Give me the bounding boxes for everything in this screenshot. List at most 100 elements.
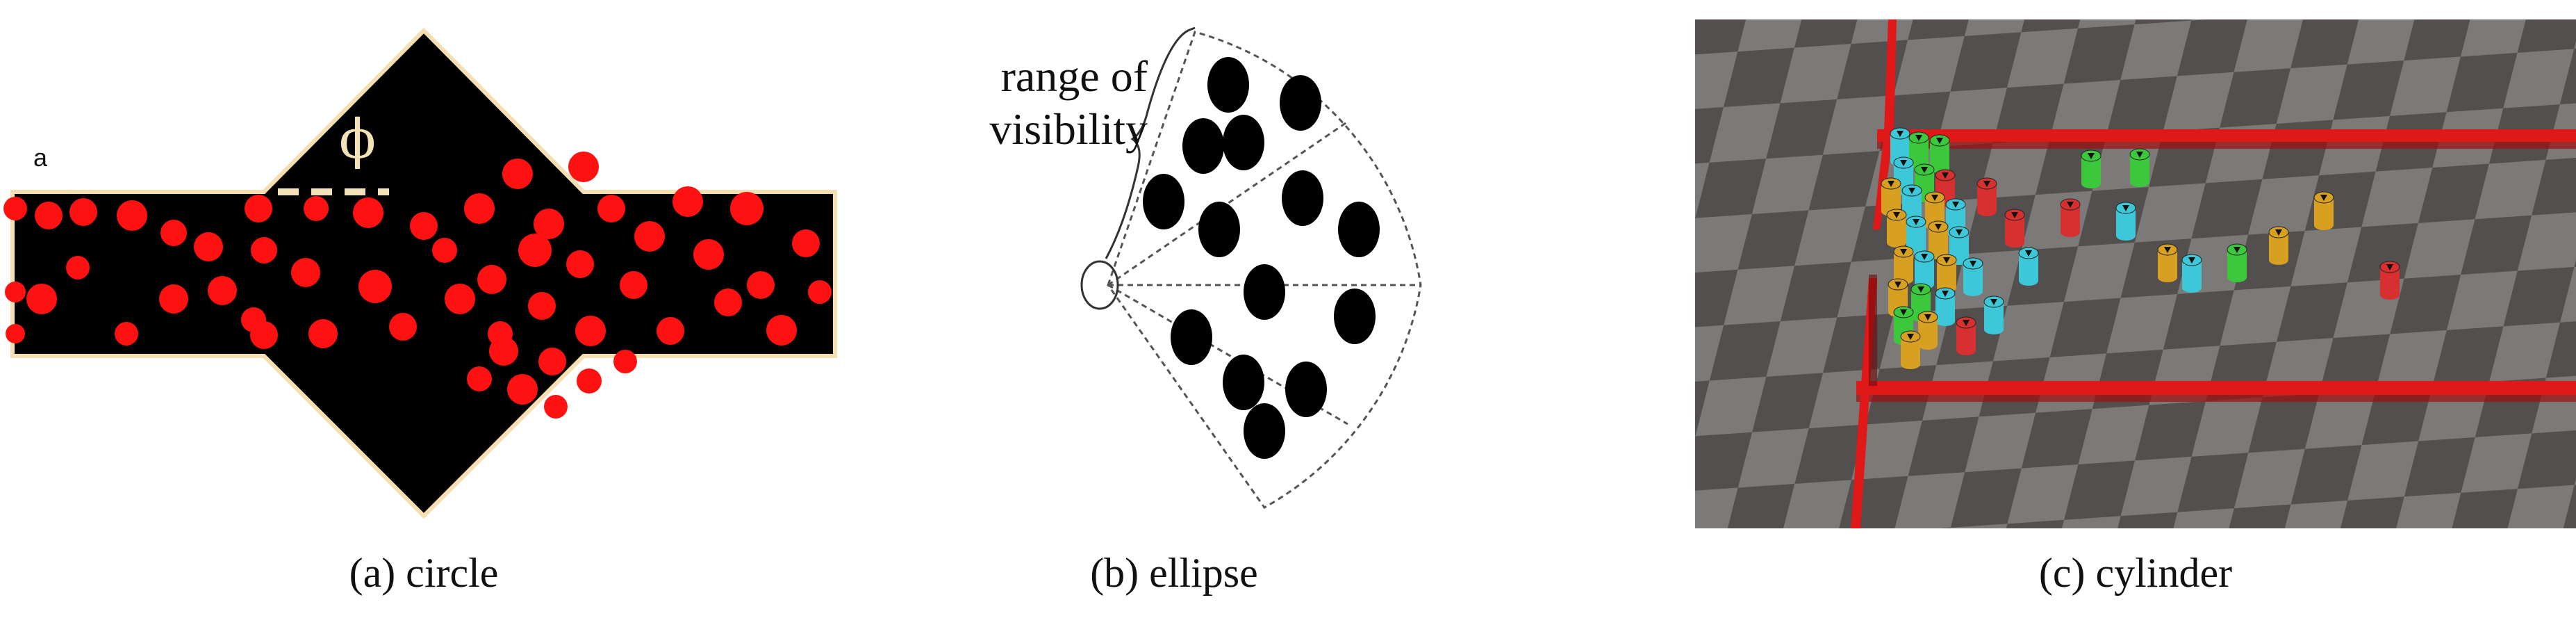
wall-bottom-shadow <box>1856 395 2576 402</box>
cylinder-agent-24 <box>1900 330 1921 369</box>
red-agent-44 <box>714 289 742 316</box>
cylinder-agent-18 <box>1963 257 1983 296</box>
cylinder-agent-28 <box>2129 148 2150 187</box>
red-agent-11 <box>160 220 187 246</box>
cylinder-agent-34 <box>2268 226 2289 265</box>
panel-cylinder: (c) cylinder <box>1695 0 2576 625</box>
ellipse-agent-9 <box>1244 264 1285 320</box>
red-agent-43 <box>693 239 724 270</box>
red-agent-10 <box>159 284 188 314</box>
cylinder-agent-39 <box>1983 295 2004 334</box>
ellipse-agent-3 <box>1182 118 1224 174</box>
red-agent-30 <box>502 159 533 189</box>
cylinder-agent-16 <box>1914 250 1935 289</box>
ellipse-agent-13 <box>1285 362 1327 417</box>
range-label-line1: range of <box>1000 51 1148 101</box>
red-agent-23 <box>389 313 417 341</box>
red-agent-45 <box>730 192 763 225</box>
checker-floor <box>1695 19 2576 528</box>
range-of-visibility-label: range of visibility <box>918 50 1148 156</box>
red-agent-35 <box>566 250 594 278</box>
caption-circle: (a) circle <box>349 550 499 596</box>
red-agent-53 <box>613 350 637 373</box>
ellipse-agent-5 <box>1143 174 1184 229</box>
cylinder-agent-32 <box>2181 254 2202 293</box>
ellipse-agent-10 <box>1334 289 1376 344</box>
red-agent-47 <box>766 315 797 346</box>
corridor-shape <box>10 27 837 519</box>
red-agent-27 <box>464 193 495 224</box>
red-agent-6 <box>69 198 97 226</box>
wall-top-shadow <box>1877 142 2576 149</box>
cylinder-agent-33 <box>2227 243 2247 282</box>
red-agent-9 <box>117 200 147 231</box>
floor-shade <box>1695 19 2576 528</box>
ellipse-agent-1 <box>1207 57 1249 113</box>
range-label-line2: visibility <box>989 104 1148 154</box>
cylinder-agent-11 <box>1886 209 1907 247</box>
cylinder-agent-26 <box>2004 209 2025 247</box>
red-agent-5 <box>26 284 57 314</box>
ellipse-agent-7 <box>1198 202 1240 257</box>
cylinder-agent-30 <box>2115 202 2136 241</box>
cylinder-3d-scene <box>1695 19 2576 528</box>
red-agent-33 <box>507 374 538 405</box>
black-agents <box>1143 57 1380 459</box>
cylinder-agent-3 <box>1929 134 1950 173</box>
red-agent-41 <box>657 317 684 345</box>
red-agent-48 <box>792 229 820 257</box>
cylinder-agent-12 <box>1906 216 1926 254</box>
panel-circle: a ϕ (a) circle <box>0 0 848 625</box>
red-agent-20 <box>308 319 338 348</box>
red-agent-15 <box>245 195 272 222</box>
red-agent-32 <box>528 292 556 320</box>
visibility-fan-outline <box>1107 31 1422 509</box>
red-agent-50 <box>489 336 518 366</box>
ellipse-agent-12 <box>1223 355 1264 410</box>
red-agent-13 <box>208 276 237 305</box>
ellipse-agent-11 <box>1171 309 1212 365</box>
angle-phi-label: ϕ <box>339 108 377 171</box>
cylinder-agent-27 <box>2081 149 2102 188</box>
cylinder-agent-17 <box>1936 254 1957 293</box>
red-agent-36 <box>575 316 606 346</box>
red-agent-38 <box>568 152 599 182</box>
red-agent-21 <box>353 197 383 228</box>
red-agent-19 <box>304 196 329 221</box>
cylinder-agent-23 <box>1917 311 1938 350</box>
cylinder-agent-36 <box>2379 261 2400 300</box>
cylinder-agent-31 <box>2157 243 2178 282</box>
red-agent-46 <box>747 271 775 299</box>
red-agent-54 <box>467 366 492 391</box>
panel-ellipse: range of visibility (b) ellipse <box>903 0 1445 625</box>
red-agent-34 <box>534 209 564 239</box>
red-agent-51 <box>538 348 566 375</box>
red-agent-4 <box>35 202 63 229</box>
red-agent-55 <box>544 395 568 419</box>
wall-bottom <box>1856 381 2576 395</box>
red-agent-7 <box>66 256 90 279</box>
red-agent-17 <box>250 321 278 349</box>
ellipse-agent-6 <box>1282 170 1323 226</box>
sector-line-3 <box>1107 284 1348 425</box>
wall-left-upper <box>1873 19 1897 229</box>
cylinder-agent-37 <box>2018 247 2039 286</box>
ellipse-agent-14 <box>1244 403 1285 459</box>
cylinder-agent-29 <box>2060 198 2081 237</box>
red-agent-31 <box>518 234 552 267</box>
ellipse-agent-8 <box>1338 202 1380 257</box>
ellipse-visibility-figure <box>1080 26 1422 509</box>
red-agents <box>3 152 832 419</box>
red-agent-1 <box>3 197 27 220</box>
red-agent-25 <box>432 238 457 263</box>
red-agent-22 <box>358 270 392 303</box>
caption-cylinder: (c) cylinder <box>2038 550 2233 596</box>
observer-ellipse <box>1080 260 1119 310</box>
red-agent-52 <box>577 368 602 393</box>
red-agent-39 <box>620 271 647 299</box>
circle-corridor-figure <box>3 27 837 519</box>
red-agent-37 <box>597 195 625 222</box>
red-agent-49 <box>808 280 832 304</box>
panel-corner-label: a <box>33 143 48 172</box>
wall-top <box>1877 129 2576 142</box>
